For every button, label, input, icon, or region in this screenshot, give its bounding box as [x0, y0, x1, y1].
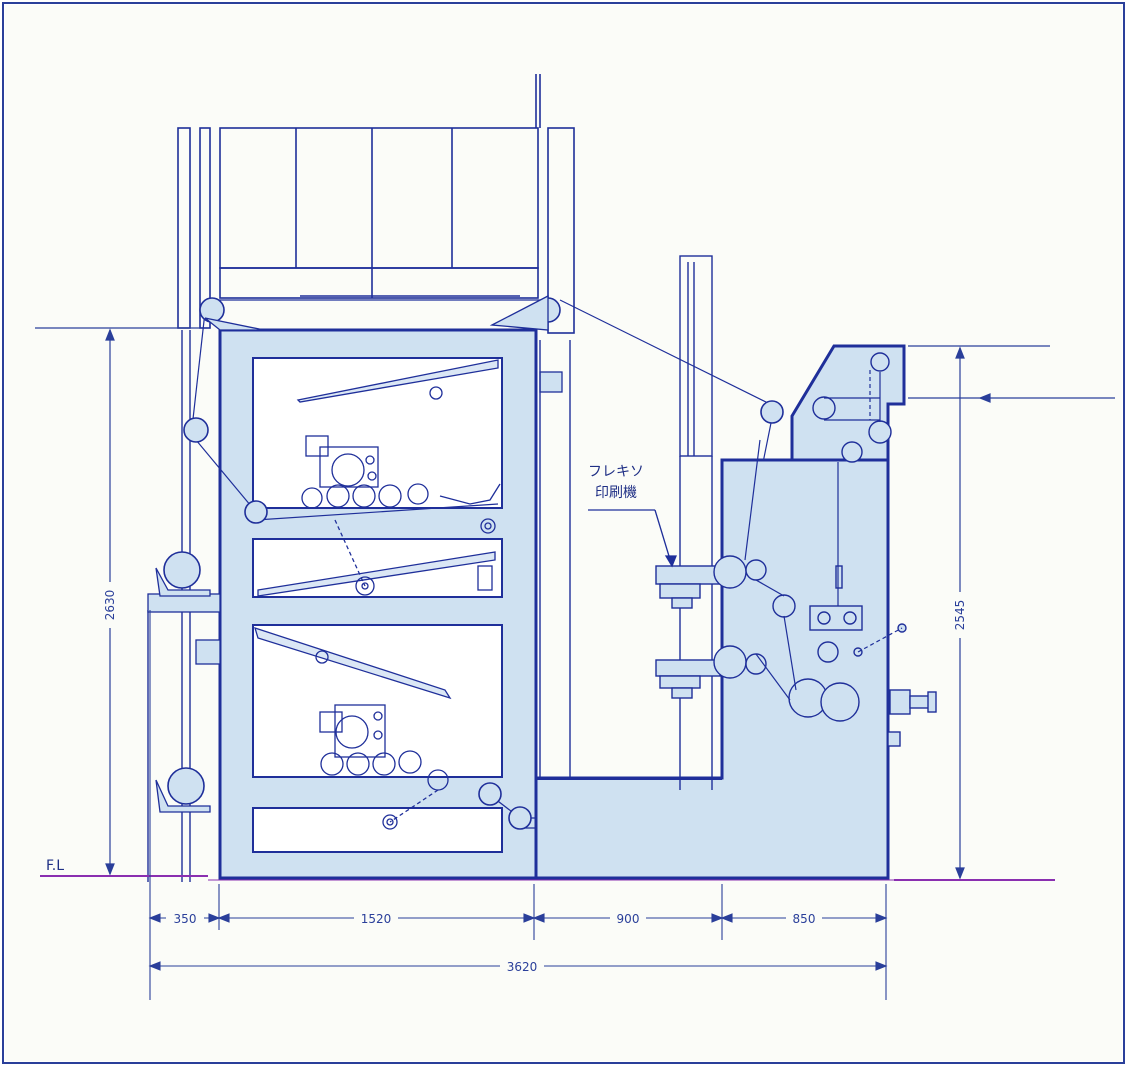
press-units	[655, 352, 937, 747]
dimension-width-total: 3620	[507, 960, 538, 974]
dimension-height-right: 2545	[953, 600, 967, 631]
chamber-internals	[254, 359, 501, 830]
press-stand	[539, 255, 713, 790]
press-label-line1: フレキソ	[588, 464, 644, 480]
channel-opening	[536, 778, 722, 780]
floor-level-label: F.L	[46, 858, 64, 874]
dimension-width-b: 1520	[361, 912, 392, 926]
dimension-width-c: 900	[617, 912, 640, 926]
dimension-text-masks	[102, 582, 968, 974]
press-web-path	[744, 370, 903, 701]
press-label-line2: 印刷機	[595, 485, 637, 501]
press-leader-line	[588, 509, 677, 568]
dimension-width-d: 850	[793, 912, 816, 926]
bottom-chamber	[252, 807, 503, 853]
sheet-background-tint	[5, 5, 1122, 1061]
dimension-height-left: 2630	[103, 590, 117, 621]
lower-chamber	[252, 624, 503, 778]
upper-frame	[177, 74, 575, 334]
dimension-width-a: 350	[174, 912, 197, 926]
roller-brackets	[147, 294, 563, 813]
